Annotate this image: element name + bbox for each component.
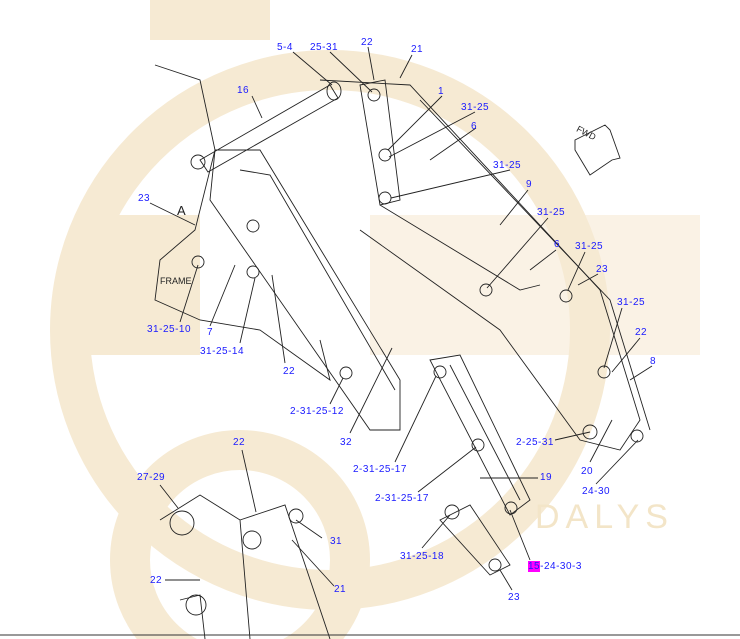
- callout-1[interactable]: 1: [438, 86, 445, 97]
- watermark-text: DALYS: [535, 498, 674, 536]
- callout-31-25-10[interactable]: 31-25-10: [147, 324, 192, 335]
- callout-23[interactable]: 23: [508, 592, 521, 603]
- callout-19[interactable]: 19: [540, 472, 553, 483]
- callout-31-25[interactable]: 31-25: [461, 102, 490, 113]
- callout-25-31[interactable]: 25-31: [310, 42, 339, 53]
- highlighted-part-number: 15: [528, 561, 541, 572]
- callout-5-4[interactable]: 5-4: [277, 42, 293, 53]
- callout-21[interactable]: 21: [334, 584, 347, 595]
- callout-23[interactable]: 23: [138, 193, 151, 204]
- callout-22[interactable]: 22: [283, 366, 296, 377]
- callout-6[interactable]: 6: [471, 121, 478, 132]
- callout-24-30[interactable]: 24-30: [582, 486, 611, 497]
- callout-31-25[interactable]: 31-25: [537, 207, 566, 218]
- callout-23[interactable]: 23: [596, 264, 609, 275]
- callout-20[interactable]: 20: [581, 466, 594, 477]
- callout-7[interactable]: 7: [207, 327, 214, 338]
- callout-22[interactable]: 22: [150, 575, 163, 586]
- callout-22[interactable]: 22: [233, 437, 246, 448]
- callout-15-24-30-3[interactable]: 15-24-30-3: [528, 561, 582, 572]
- callout-22[interactable]: 22: [361, 37, 374, 48]
- callout-16[interactable]: 16: [237, 85, 250, 96]
- callout-22[interactable]: 22: [635, 327, 648, 338]
- view-label: A: [177, 203, 186, 218]
- callout-31[interactable]: 31: [330, 536, 343, 547]
- callout-21[interactable]: 21: [411, 44, 424, 55]
- callout-2-31-25-17[interactable]: 2-31-25-17: [375, 493, 429, 504]
- callout-2-31-25-12[interactable]: 2-31-25-12: [290, 406, 344, 417]
- callout-6[interactable]: 6: [554, 239, 561, 250]
- callout-31-25-18[interactable]: 31-25-18: [400, 551, 445, 562]
- callout-2-25-31[interactable]: 2-25-31: [516, 437, 554, 448]
- callout-8[interactable]: 8: [650, 356, 657, 367]
- callout-2-31-25-17[interactable]: 2-31-25-17: [353, 464, 407, 475]
- callout-32[interactable]: 32: [340, 437, 353, 448]
- callout-9[interactable]: 9: [526, 179, 533, 190]
- callout-31-25[interactable]: 31-25: [575, 241, 604, 252]
- frame-label: FRAME: [160, 276, 192, 286]
- callout-31-25-14[interactable]: 31-25-14: [200, 346, 245, 357]
- callout-31-25[interactable]: 31-25: [617, 297, 646, 308]
- callout-31-25[interactable]: 31-25: [493, 160, 522, 171]
- callout-rest: -24-30-3: [540, 561, 582, 572]
- callout-27-29[interactable]: 27-29: [137, 472, 166, 483]
